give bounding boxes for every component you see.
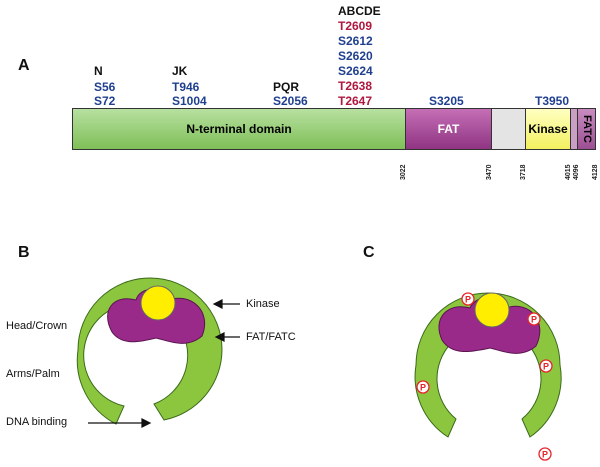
phospho-markers: P P P P P bbox=[416, 292, 553, 461]
label-head-crown: Head/Crown bbox=[6, 320, 68, 332]
site-label-t2647: T2647 bbox=[338, 94, 373, 108]
site-group-head-abcde: ABCDE bbox=[338, 4, 381, 18]
domain-kinase: Kinase bbox=[525, 108, 571, 150]
site-label-t946: T946 bbox=[172, 80, 200, 94]
site-group-head-pqr: PQR bbox=[273, 80, 300, 94]
domain-n-terminal-label: N-terminal domain bbox=[186, 122, 292, 136]
domain-fatc: FATC bbox=[577, 108, 596, 150]
svg-text:P: P bbox=[543, 362, 549, 372]
site-label-t2638: T2638 bbox=[338, 79, 373, 93]
kinase-b bbox=[140, 285, 176, 321]
panel-b-structure bbox=[76, 277, 223, 425]
site-label-s2620: S2620 bbox=[338, 49, 373, 63]
domain-fat: FAT bbox=[405, 108, 492, 150]
site-label-s72: S72 bbox=[94, 94, 116, 108]
svg-text:P: P bbox=[420, 383, 426, 393]
site-label-t3950: T3950 bbox=[535, 94, 570, 108]
phospho-icon-2: P bbox=[527, 312, 541, 326]
domain-kinase-label: Kinase bbox=[528, 122, 568, 136]
svg-text:P: P bbox=[531, 315, 537, 325]
domain-fat-label: FAT bbox=[437, 122, 460, 136]
panel-label-c: C bbox=[363, 244, 375, 261]
svg-text:P: P bbox=[465, 295, 471, 305]
site-label-s3205: S3205 bbox=[429, 94, 464, 108]
domain-n-terminal: N-terminal domain bbox=[72, 108, 406, 150]
arrows-b bbox=[88, 299, 240, 428]
kinase-c bbox=[474, 292, 510, 328]
panel-label-a: A bbox=[18, 57, 30, 74]
panel-c-structure bbox=[414, 292, 562, 438]
site-label-s1004: S1004 bbox=[172, 94, 207, 108]
phospho-icon-5: P bbox=[538, 447, 552, 461]
label-arms-palm: Arms/Palm bbox=[6, 368, 60, 380]
panel-label-b: B bbox=[18, 244, 30, 261]
svg-text:P: P bbox=[542, 450, 548, 460]
site-label-s2612: S2612 bbox=[338, 34, 373, 48]
site-group-head-jk: JK bbox=[172, 64, 188, 78]
phospho-icon-4: P bbox=[416, 380, 430, 394]
phospho-icon-3: P bbox=[539, 359, 553, 373]
label-dna-binding: DNA binding bbox=[6, 416, 68, 428]
site-label-t2609: T2609 bbox=[338, 19, 373, 33]
site-group-head-n: N bbox=[94, 64, 103, 78]
phospho-icon-1: P bbox=[461, 292, 475, 306]
site-label-s2624: S2624 bbox=[338, 64, 373, 78]
site-label-s2056: S2056 bbox=[273, 94, 308, 108]
site-label-s56: S56 bbox=[94, 80, 116, 94]
label-fat-fatc: FAT/FATC bbox=[246, 331, 296, 343]
label-kinase: Kinase bbox=[246, 298, 280, 310]
